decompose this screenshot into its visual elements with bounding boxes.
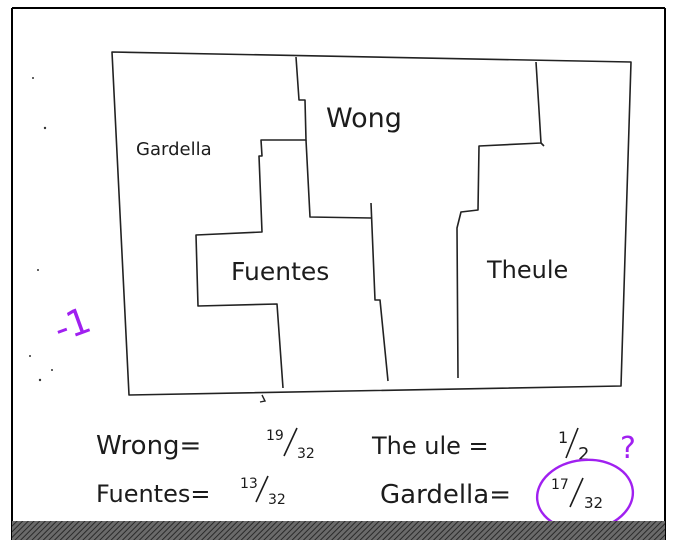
wong-theule-boundary bbox=[457, 62, 541, 378]
equation-gardella-fraction-bar bbox=[570, 478, 583, 507]
equation-theule: The ule = 1 2 bbox=[371, 428, 589, 465]
equation-fuentes-numerator: 13 bbox=[240, 476, 258, 492]
score-mark: -1 bbox=[49, 300, 97, 351]
region-label-wong: Wong bbox=[326, 103, 402, 134]
equation-theule-denominator: 2 bbox=[578, 444, 589, 465]
equation-gardella-denominator: 32 bbox=[584, 494, 603, 512]
region-label-theule: Theule bbox=[486, 256, 568, 284]
equation-gardella-numerator: 17 bbox=[551, 477, 569, 493]
equation-wrong-denominator: 32 bbox=[297, 446, 315, 462]
gardella-fuentes-boundary bbox=[196, 57, 306, 388]
paper-specks bbox=[29, 77, 53, 381]
question-mark: ? bbox=[620, 431, 636, 466]
scan-shadow-strip bbox=[12, 521, 665, 540]
equation-wrong-name: Wrong= bbox=[96, 431, 201, 461]
equation-fuentes-name: Fuentes= bbox=[96, 480, 210, 508]
wong-fuentes-boundary bbox=[306, 140, 371, 218]
equation-theule-numerator: 1 bbox=[558, 428, 568, 447]
equation-wrong: Wrong= 19 32 bbox=[96, 428, 315, 462]
region-label-fuentes: Fuentes bbox=[231, 257, 329, 286]
equation-fuentes-denominator: 32 bbox=[268, 492, 286, 508]
theule-notch bbox=[541, 143, 544, 146]
equation-wrong-fraction-bar bbox=[284, 428, 297, 456]
fuentes-theule-divider bbox=[371, 203, 388, 381]
region-label-gardella: Gardella bbox=[136, 139, 212, 160]
equation-fuentes: Fuentes= 13 32 bbox=[96, 476, 286, 508]
equation-gardella-name: Gardella= bbox=[380, 480, 511, 510]
equation-wrong-numerator: 19 bbox=[266, 428, 284, 444]
tick-mark bbox=[260, 395, 265, 402]
equation-theule-name: The ule = bbox=[371, 432, 489, 460]
equation-gardella: Gardella= 17 32 bbox=[380, 477, 603, 512]
